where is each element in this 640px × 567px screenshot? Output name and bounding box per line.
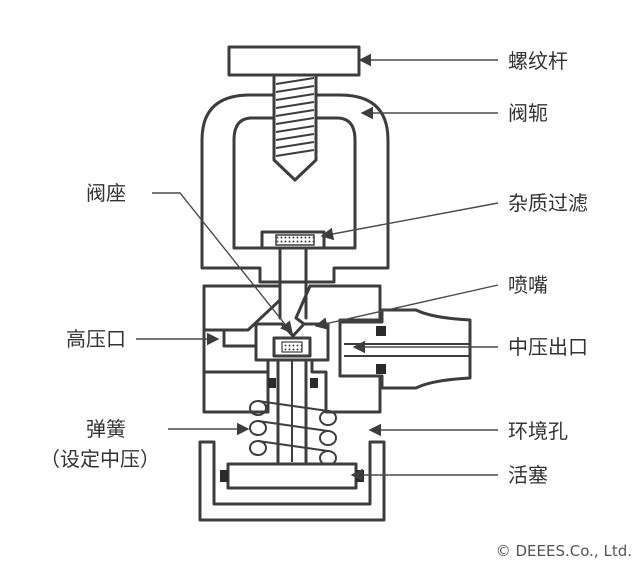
spring xyxy=(249,400,337,466)
label-valve-seat: 阀座 xyxy=(86,181,126,205)
label-filter: 杂质过滤 xyxy=(508,191,588,215)
label-ambient-hole: 环境孔 xyxy=(508,419,568,443)
seal-left xyxy=(268,378,276,388)
leader-filter xyxy=(320,202,499,241)
label-screw-rod: 螺纹杆 xyxy=(508,49,568,73)
piston xyxy=(220,462,364,490)
spring-housing xyxy=(198,440,386,522)
leader-valve-seat xyxy=(152,192,293,335)
valve-seat xyxy=(272,336,312,358)
valve-body-left-lower xyxy=(202,370,270,414)
seal-right xyxy=(310,378,318,388)
copyright-text: © DEEES.Co., Ltd. xyxy=(496,542,632,560)
label-spring-sub: （设定中压） xyxy=(40,447,160,471)
outlet-fitting xyxy=(338,308,472,390)
label-nozzle: 喷嘴 xyxy=(508,273,548,297)
leader-nozzle xyxy=(314,284,499,330)
label-high-pressure-port: 高压口 xyxy=(66,327,126,351)
screw-rod xyxy=(227,45,361,182)
piston-stem xyxy=(276,358,308,466)
label-mid-pressure-outlet: 中压出口 xyxy=(508,335,588,359)
label-bonnet: 阀轭 xyxy=(508,101,548,125)
impurity-filter xyxy=(260,230,326,250)
label-spring: 弹簧 xyxy=(86,417,126,441)
label-piston: 活塞 xyxy=(508,463,548,487)
